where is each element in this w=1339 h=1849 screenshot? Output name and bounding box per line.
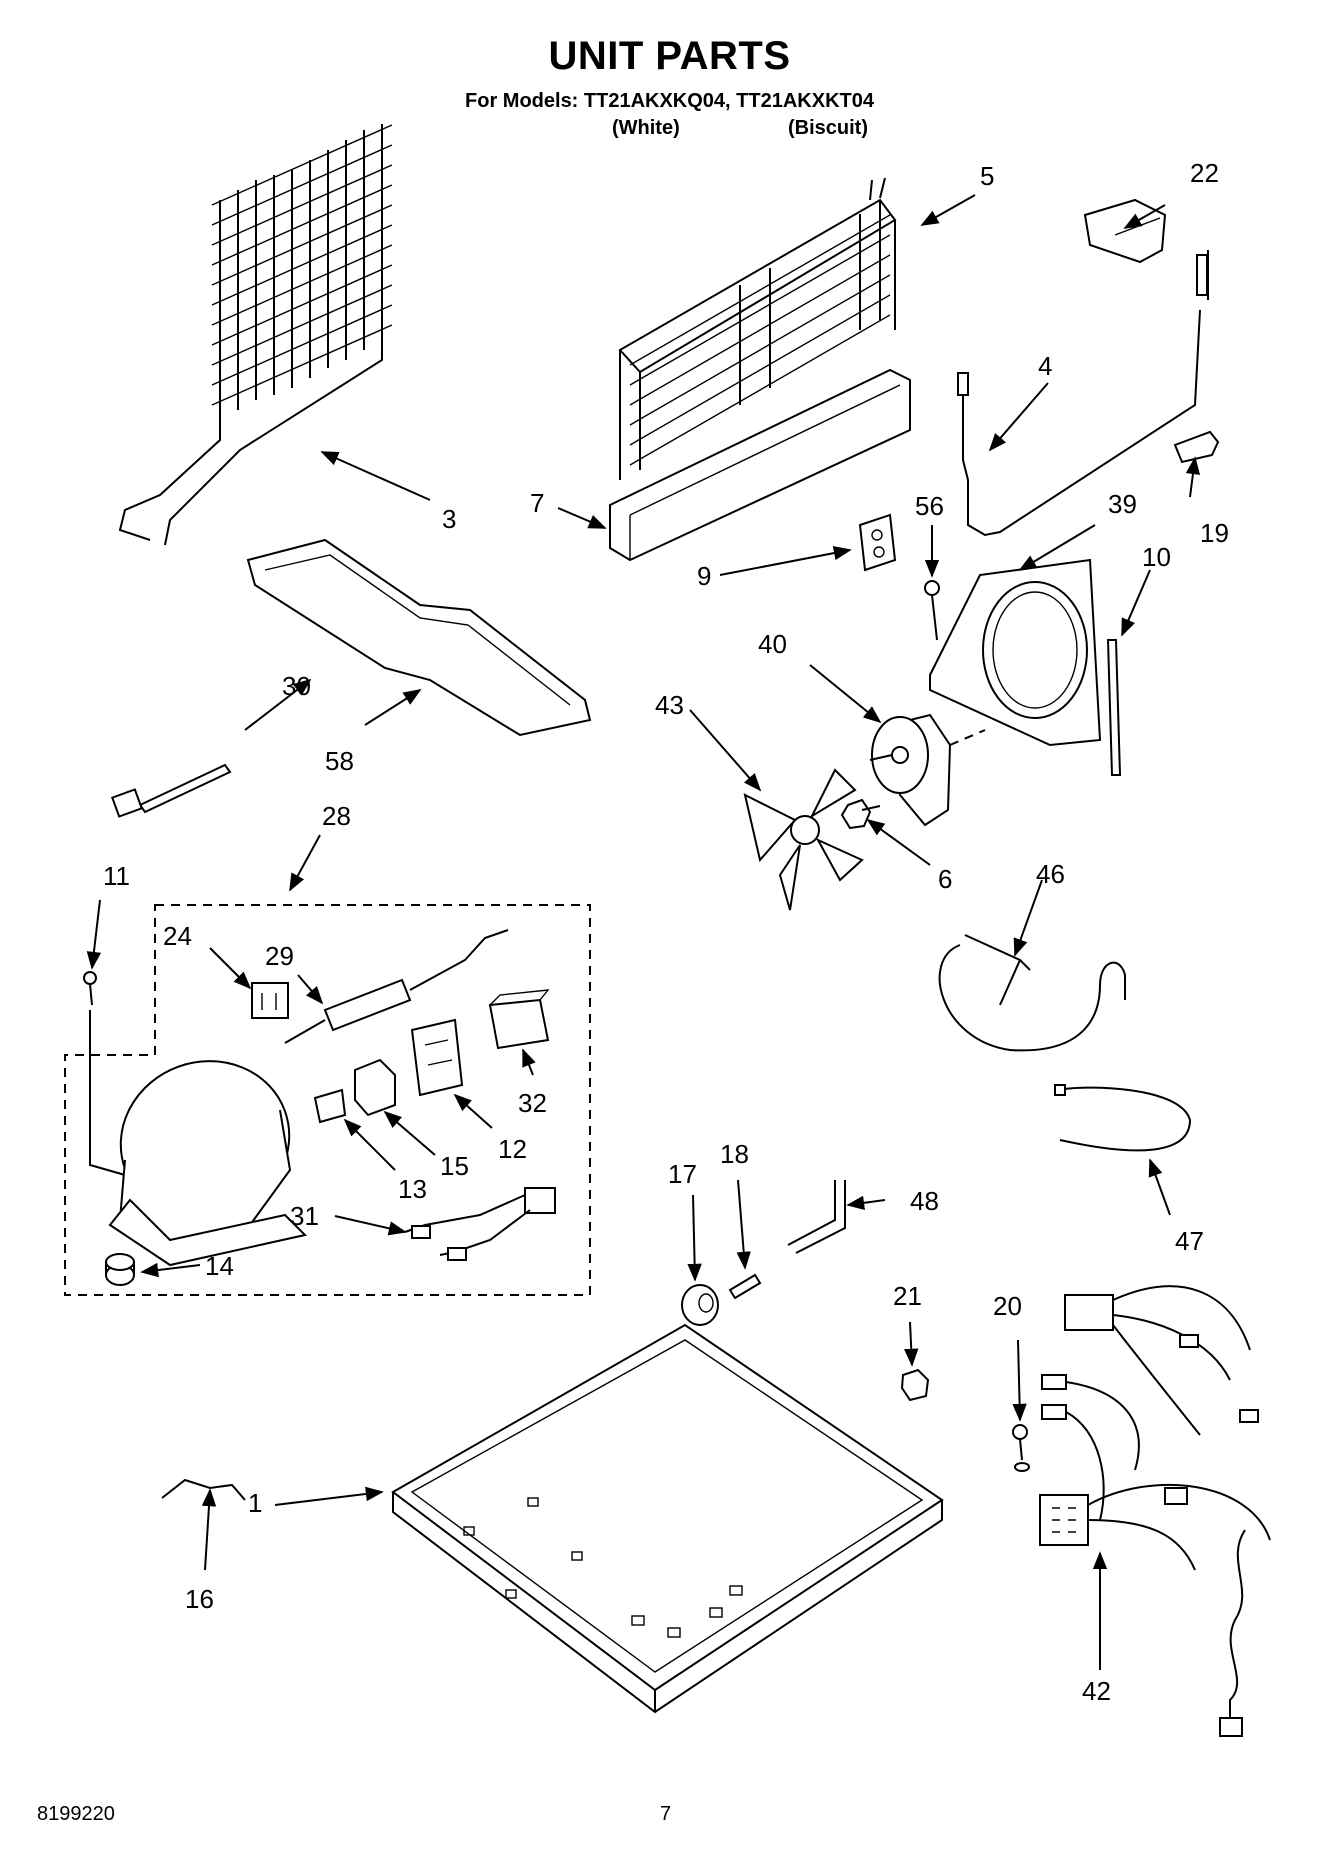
callout-9: 9	[697, 561, 711, 591]
drain-pan-part	[246, 538, 592, 737]
callout-20: 20	[993, 1291, 1022, 1321]
nut-part	[840, 798, 881, 830]
callout-14: 14	[205, 1251, 234, 1281]
wire-31-part	[404, 1187, 556, 1261]
callout-6: 6	[938, 864, 952, 894]
overload-12-part	[410, 1018, 464, 1097]
clip-part	[858, 513, 897, 572]
page-title: UNIT PARTS	[548, 34, 791, 78]
callout-56: 56	[915, 491, 944, 521]
callout-1: 1	[248, 1488, 262, 1518]
callout-40: 40	[758, 629, 787, 659]
base-frame-part	[391, 1323, 944, 1714]
callout-30: 30	[282, 671, 311, 701]
callout-21: 21	[893, 1281, 922, 1311]
cap-part	[1083, 198, 1167, 264]
callout-29: 29	[265, 941, 294, 971]
terminal-13-part	[313, 1088, 347, 1124]
callout-22: 22	[1190, 158, 1219, 188]
callout-32: 32	[518, 1088, 547, 1118]
gasket-strip-part	[1106, 639, 1122, 776]
fan-shroud-part	[929, 558, 1102, 747]
callout-5: 5	[980, 161, 994, 191]
callout-43: 43	[655, 690, 684, 720]
callout-18: 18	[720, 1139, 749, 1169]
document-number: 8199220	[37, 1803, 115, 1825]
callout-10: 10	[1142, 542, 1171, 572]
callout-3: 3	[442, 504, 456, 534]
compressor-part	[108, 1060, 307, 1267]
evaporator-coil-part	[618, 177, 897, 480]
bracket-part	[1173, 430, 1220, 464]
connector-24-part	[251, 982, 289, 1019]
callout-12: 12	[498, 1134, 527, 1164]
variant-biscuit: (Biscuit)	[788, 117, 868, 139]
fan-blade-part	[743, 768, 864, 911]
callout-28: 28	[322, 801, 351, 831]
drain-trough-part	[609, 368, 911, 562]
fan-motor-part	[869, 713, 986, 827]
main-harness-42-part	[1039, 1285, 1271, 1737]
axle-18-part	[728, 1273, 762, 1300]
callout-19: 19	[1200, 518, 1229, 548]
callout-47: 47	[1175, 1226, 1204, 1256]
callout-48: 48	[910, 1186, 939, 1216]
callout-11: 11	[103, 861, 130, 891]
callout-labels: 3 5 22 4 19 7 9 56 39 10 40 43 6 46 47 4…	[103, 158, 1229, 1706]
start-device-15-part	[354, 1058, 396, 1117]
tube-47-part	[1054, 1084, 1192, 1152]
page-number: 7	[660, 1803, 672, 1825]
callout-4: 4	[1038, 351, 1052, 381]
tube-48-part	[787, 1180, 846, 1254]
callout-15: 15	[440, 1151, 469, 1181]
relay-32-part	[488, 989, 550, 1050]
callout-13: 13	[398, 1174, 427, 1204]
callout-31: 31	[290, 1201, 319, 1231]
callout-42: 42	[1082, 1676, 1111, 1706]
callout-39: 39	[1108, 489, 1137, 519]
callout-46: 46	[1036, 859, 1065, 889]
screw-20-part	[1012, 1424, 1030, 1472]
tube-loop-46-part	[938, 934, 1126, 1052]
spring-clip-16-part	[161, 1478, 246, 1501]
callout-58: 58	[325, 746, 354, 776]
grommet-14-part	[105, 1253, 135, 1286]
screw-56-part	[924, 580, 940, 641]
cable-tie-part	[111, 763, 232, 818]
leader-arrows	[86, 194, 1201, 1670]
callout-7: 7	[530, 488, 544, 518]
screw-11-part	[83, 971, 126, 1176]
capacitor-29-part	[284, 929, 509, 1044]
condenser-coil-part	[118, 124, 393, 546]
kit-28-dashed-box	[64, 904, 591, 1296]
callout-16: 16	[185, 1584, 214, 1614]
models-line: For Models: TT21AKXKQ04, TT21AKXKT04	[465, 90, 874, 112]
nut-21-part	[900, 1368, 930, 1402]
variant-white: (White)	[612, 117, 680, 139]
callout-24: 24	[163, 921, 192, 951]
thermistor-harness-part	[957, 250, 1209, 537]
roller-17-part	[681, 1284, 719, 1326]
callout-17: 17	[668, 1159, 697, 1189]
